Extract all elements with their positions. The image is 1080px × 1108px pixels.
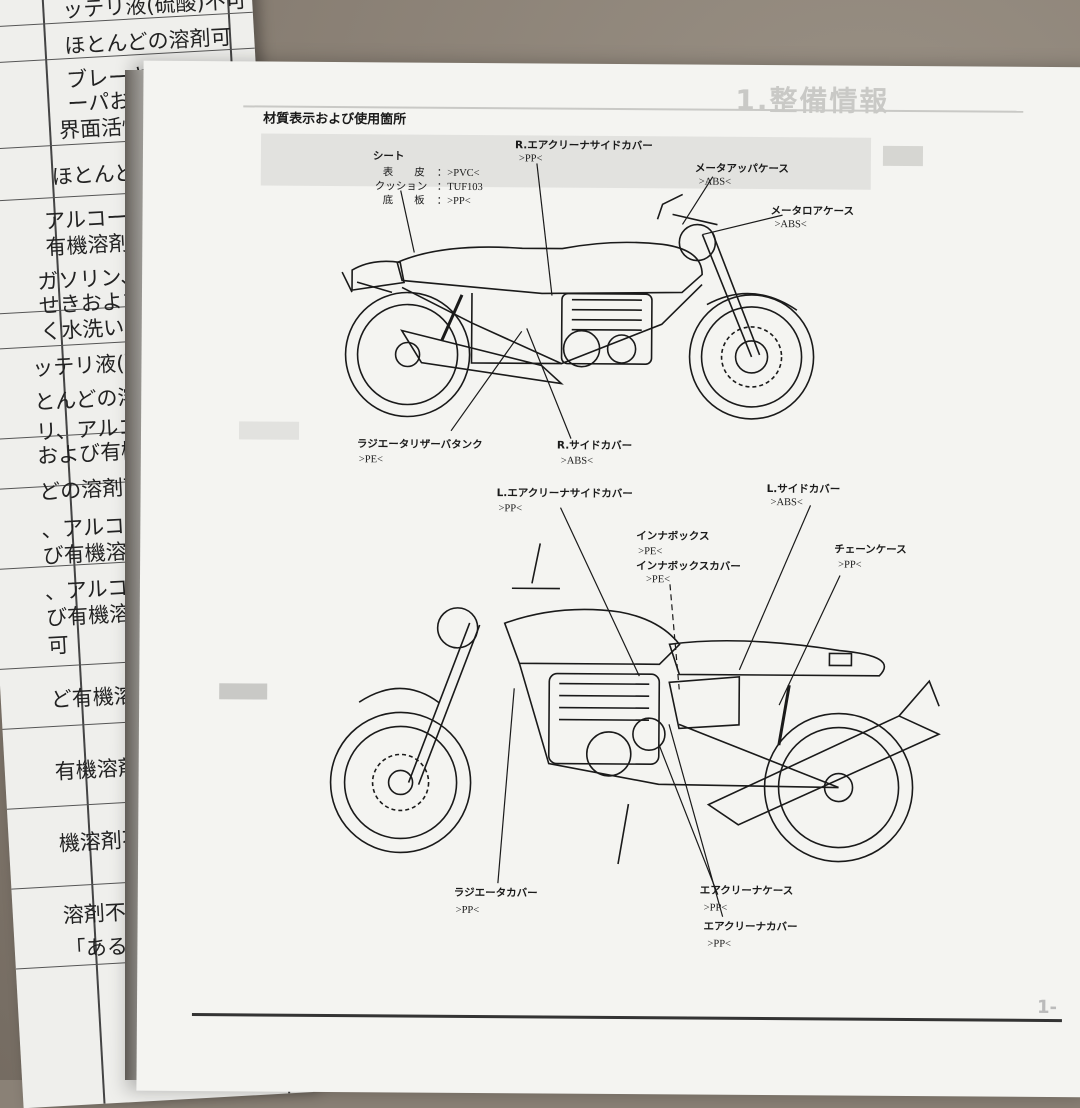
air-cleaner-cover-material: >PP<	[707, 938, 732, 950]
right-page: 1.整備情報 材質表示および使用箇所	[136, 60, 1080, 1098]
top-motorcycle-drawing	[341, 193, 815, 420]
seat-base-material: ：>PP<	[436, 195, 471, 207]
radiator-cover-material: >PP<	[455, 904, 480, 917]
l-side-cover-material: >ABS<	[770, 497, 803, 509]
r-side-cover-material: >ABS<	[560, 455, 594, 467]
radiator-reserve-tank-material: >PE<	[358, 454, 383, 466]
r-air-cleaner-side-cover-label: R.エアクリーナサイドカバー	[514, 139, 653, 153]
inner-box-cover-label: インナボックスカバー	[636, 560, 741, 573]
inner-box-cover-material: >PE<	[645, 574, 671, 586]
air-cleaner-cover-label: エアクリーナカバー	[703, 920, 798, 934]
left-page-line: 可	[47, 632, 70, 659]
air-cleaner-case-material: >PP<	[703, 902, 728, 914]
seat-cushion-part: クッション	[374, 181, 428, 193]
r-side-cover-label: R.サイドカバー	[556, 439, 633, 453]
seat-skin-part: 表 皮	[382, 167, 425, 179]
l-air-cleaner-side-cover-material: >PP<	[498, 503, 523, 515]
radiator-cover-label: ラジエータカバー	[453, 886, 538, 900]
seat-cushion-material: ：TUF103	[436, 181, 483, 194]
meter-lower-case-label: メータロアケース	[770, 205, 855, 218]
seat-label: シート	[372, 150, 405, 163]
inner-box-label: インナボックス	[636, 530, 710, 543]
motorcycle-diagrams	[329, 163, 941, 917]
bottom-motorcycle-drawing	[329, 543, 941, 865]
r-air-cleaner-side-cover-material: >PP<	[518, 153, 543, 165]
meter-lower-case-material: >ABS<	[774, 219, 807, 231]
meter-upper-case-material: >ABS<	[698, 176, 732, 188]
air-cleaner-case-label: エアクリーナケース	[699, 884, 794, 898]
leader-lines	[400, 163, 841, 917]
radiator-reserve-tank-label: ラジエータリザーバタンク	[356, 438, 483, 452]
left-page-line: ほとんどの溶剤可	[63, 24, 233, 59]
seat-skin-material: ：>PVC<	[436, 167, 480, 180]
inner-box-material: >PE<	[638, 546, 663, 558]
chain-case-material: >PP<	[838, 559, 862, 571]
meter-upper-case-label: メータアッパケース	[694, 162, 789, 176]
seat-base-part: 底 板	[382, 195, 425, 207]
l-air-cleaner-side-cover-label: L.エアクリーナサイドカバー	[496, 487, 633, 501]
l-side-cover-label: L.サイドカバー	[766, 483, 841, 496]
chain-case-label: チェーンケース	[834, 543, 907, 557]
page-number: 1-	[1036, 996, 1058, 1019]
